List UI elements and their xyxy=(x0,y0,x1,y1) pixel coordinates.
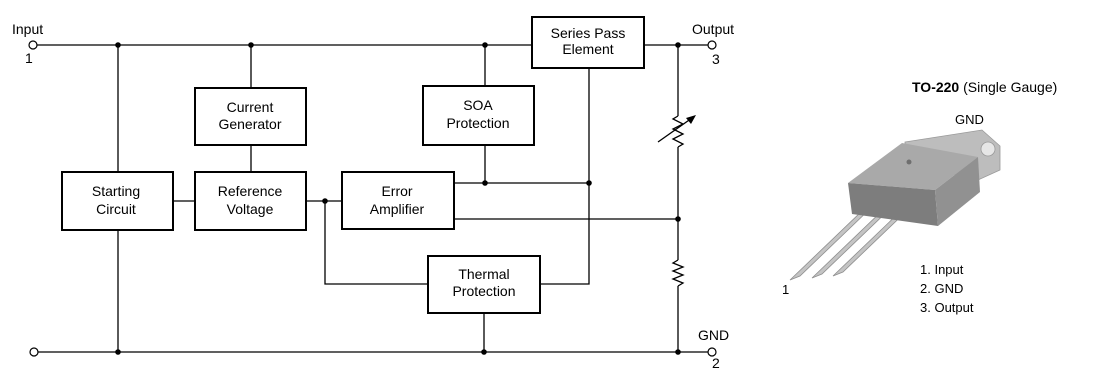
thermal-protection-line-1: Thermal xyxy=(458,266,509,282)
wire-reference-to-thermal xyxy=(324,201,428,285)
fixed-resistor xyxy=(671,259,685,287)
gnd-terminal xyxy=(707,347,717,357)
package-tab-hole xyxy=(980,141,996,157)
series-pass-line-2: Element xyxy=(562,41,613,57)
thermal-protection-line-2: Protection xyxy=(452,283,515,299)
junction-dot xyxy=(675,216,681,222)
pin-list-item: 1. Input xyxy=(920,262,964,277)
error-amplifier-line-1: Error xyxy=(381,183,412,199)
block-error-amplifier: Error Amplifier xyxy=(341,171,455,230)
junction-dot xyxy=(586,180,592,186)
package-title-rest: (Single Gauge) xyxy=(959,79,1057,95)
current-generator-line-1: Current xyxy=(227,99,274,115)
package-body-side xyxy=(935,157,980,226)
starting-circuit-line-1: Starting xyxy=(92,183,140,199)
reference-voltage-line-2: Voltage xyxy=(227,201,274,217)
package-body-top xyxy=(848,143,978,190)
pin-list-item: 2. GND xyxy=(920,281,963,296)
block-series-pass-element: Series Pass Element xyxy=(531,16,645,69)
package-title: TO-220 (Single Gauge) xyxy=(912,79,1057,95)
input-pin-number: 1 xyxy=(25,50,33,66)
block-starting-circuit: Starting Circuit xyxy=(61,171,174,231)
error-amplifier-line-2: Amplifier xyxy=(370,201,425,217)
soa-line-1: SOA xyxy=(463,97,493,113)
pin-list-item: 3. Output xyxy=(920,300,974,315)
reference-voltage-line-1: Reference xyxy=(218,183,283,199)
junction-dot xyxy=(675,349,681,355)
junction-dots xyxy=(115,42,681,355)
junction-dot xyxy=(115,42,121,48)
block-soa-protection: SOA Protection xyxy=(422,85,535,146)
junction-dot xyxy=(248,42,254,48)
gnd-pin-number: 2 xyxy=(712,355,720,369)
output-pin-number: 3 xyxy=(712,51,720,67)
soa-line-2: Protection xyxy=(446,115,509,131)
to220-package: TO-220 (Single Gauge) GND 1 1. Input 2. … xyxy=(782,79,1057,315)
starting-circuit-line-2: Circuit xyxy=(96,201,136,217)
junction-dot xyxy=(481,349,487,355)
input-terminal xyxy=(28,40,38,50)
terminals: Input 1 Output 3 GND 2 xyxy=(12,21,734,369)
junction-dot xyxy=(115,349,121,355)
junction-dot xyxy=(482,180,488,186)
junction-dot xyxy=(675,42,681,48)
block-current-generator: Current Generator xyxy=(194,87,307,146)
junction-dot xyxy=(482,42,488,48)
package-tab-label: GND xyxy=(955,112,984,127)
variable-resistor xyxy=(671,115,685,148)
output-label: Output xyxy=(692,21,734,37)
package-body-marker xyxy=(906,159,912,165)
current-generator-line-2: Generator xyxy=(218,116,281,132)
block-reference-voltage: Reference Voltage xyxy=(194,171,307,231)
variable-arrow xyxy=(657,117,693,143)
wire-pass-to-thermal xyxy=(540,68,590,285)
package-title-bold: TO-220 xyxy=(912,79,959,95)
ground-left-terminal xyxy=(29,347,39,357)
package-pin xyxy=(789,205,874,281)
block-thermal-protection: Thermal Protection xyxy=(427,255,541,314)
variable-arrowhead xyxy=(686,115,696,124)
output-terminal xyxy=(707,40,717,50)
input-label: Input xyxy=(12,21,43,37)
package-body-front xyxy=(848,183,938,226)
wiring xyxy=(37,44,708,353)
junction-dot xyxy=(322,198,328,204)
package-pin1-label: 1 xyxy=(782,282,789,297)
gnd-label: GND xyxy=(698,327,729,343)
series-pass-line-1: Series Pass xyxy=(551,25,626,41)
